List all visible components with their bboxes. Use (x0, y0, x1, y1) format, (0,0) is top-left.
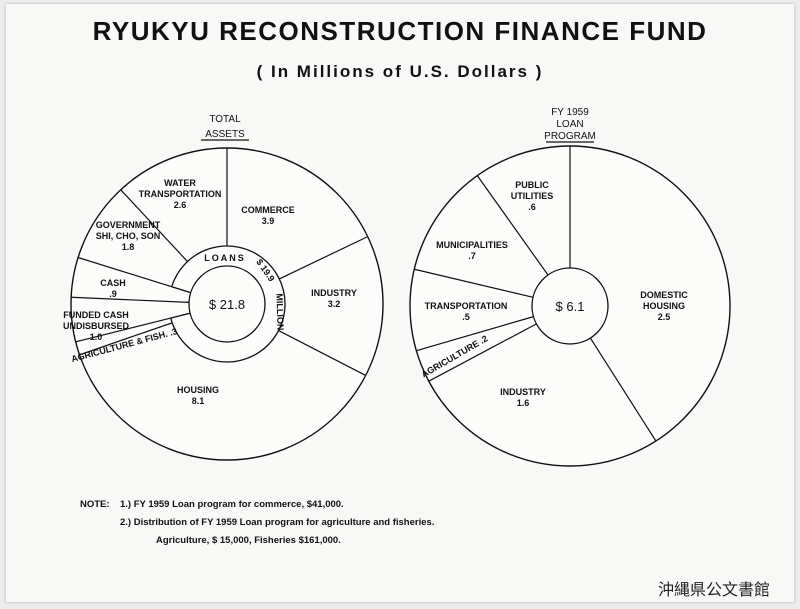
note-line-3: Agriculture, $ 15,000, Fisheries $161,00… (156, 535, 341, 547)
pie-heading-line: TOTAL (209, 114, 241, 125)
pie-heading-line: FY 1959 (551, 107, 589, 118)
note-head: NOTE: (80, 499, 110, 510)
slice-divider (589, 337, 657, 442)
slice-divider (120, 189, 188, 262)
slice-label: CASH.9 (100, 278, 126, 299)
chart-title: RYUKYU RECONSTRUCTION FINANCE FUND (92, 16, 708, 46)
loans-ring (170, 245, 286, 363)
slice-divider (79, 322, 173, 356)
chart-subtitle: ( In Millions of U.S. Dollars ) (256, 62, 544, 81)
slice-divider (416, 316, 534, 352)
slice-divider (71, 296, 190, 303)
pie-center-label: $ 6.1 (556, 299, 585, 314)
slice-label: MUNICIPALITIES.7 (436, 240, 508, 261)
slice-divider (414, 268, 534, 298)
pie-center (531, 267, 609, 345)
archive-stamp: 沖縄県公文書館 (657, 580, 770, 599)
ring-label-million: MILLION (274, 293, 285, 330)
ring-end (171, 286, 191, 294)
pie-center (188, 265, 266, 343)
slice-divider (476, 175, 549, 276)
note-line-1: 1.) FY 1959 Loan program for commerce, $… (120, 499, 344, 510)
slice-divider (278, 330, 366, 376)
pie-center-label: $ 21.8 (209, 297, 245, 312)
pie-heading-line: LOAN (556, 119, 583, 130)
pie-heading-line: PROGRAM (544, 131, 596, 142)
note-line-2: 2.) Distribution of FY 1959 Loan program… (120, 517, 435, 529)
ring-end (170, 312, 191, 319)
slice-divider (428, 323, 537, 382)
slice-label: TRANSPORTATION.5 (425, 301, 508, 322)
notes: NOTE: 1.) FY 1959 Loan program for commer… (80, 496, 434, 550)
pie-heading-line: ASSETS (205, 129, 245, 140)
ring-label-loans: LOANS (204, 253, 246, 263)
slice-divider (279, 236, 368, 280)
